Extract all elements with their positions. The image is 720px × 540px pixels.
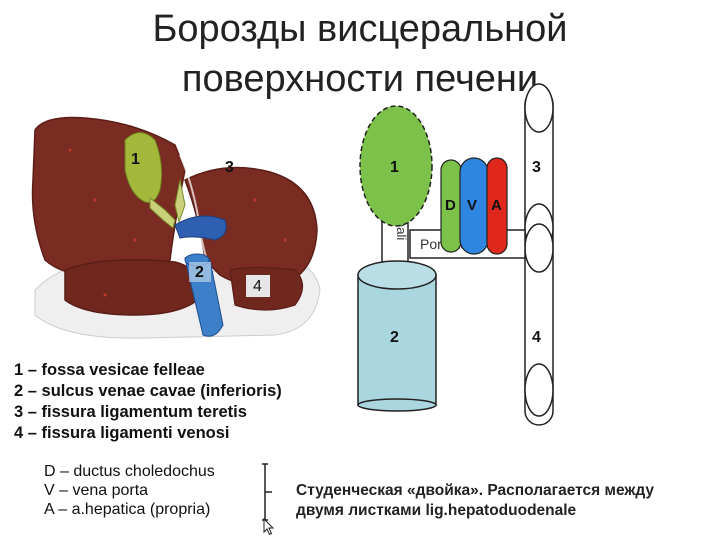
hepatic-duct-shape [174, 179, 186, 224]
legend-item: D – ductus choledochus [44, 463, 215, 480]
a-hepatica-tube [486, 157, 508, 255]
fissure-3-top [524, 83, 554, 133]
scheme-label-a: A [491, 197, 502, 214]
fissure-4-bottom [524, 363, 554, 417]
mouse-pointer-icon [263, 518, 275, 536]
title-line-2: поверхности печени [181, 58, 539, 100]
vessel-legend: D – ductus choledochus V – vena porta A … [44, 462, 215, 519]
liver-label-4-box [246, 275, 270, 297]
liver-label-2-box [189, 262, 211, 282]
legend-item: V – vena porta [44, 482, 149, 499]
portal-vein-shape [174, 215, 227, 241]
scheme-label-d: D [445, 197, 456, 214]
liver-label-3: 3 [225, 159, 234, 176]
liver-caudate-lobe [64, 259, 204, 316]
scheme-label-2: 2 [390, 329, 399, 346]
gallbladder-fossa-ellipse [359, 105, 433, 227]
liver-illustration: 1 3 2 4 [31, 116, 321, 339]
legend-item: 1 – fossa vesicae felleae [14, 361, 205, 379]
groove-scheme: 3 4 Porta is nali D V A 1 2 [357, 83, 554, 426]
scheme-label-3: 3 [532, 159, 541, 176]
legend-item: 4 – fissura ligamenti venosi [14, 424, 230, 442]
groove-legend: 1 – fossa vesicae felleae 2 – sulcus ven… [14, 360, 282, 444]
page-title: Борозды висцеральной поверхности печени [0, 4, 720, 104]
liver-right-lobe [31, 116, 186, 277]
vena-cava-cylinder-bottom [357, 398, 437, 412]
vena-cava-cylinder-top [357, 260, 437, 290]
bile-duct-shape [149, 196, 176, 229]
title-line-1: Борозды висцеральной [152, 8, 568, 50]
gallbladder-shape [124, 132, 163, 203]
liver-label-1: 1 [131, 151, 140, 168]
note-text: Студенческая «двойка». Располагается меж… [296, 481, 716, 521]
fissure-4-top [524, 223, 554, 273]
legend-item: A – a.hepatica (propria) [44, 501, 211, 518]
liver-label-4: 4 [253, 278, 262, 295]
legend-item: 3 – fissura ligamentum teretis [14, 403, 247, 421]
note-line-2: двумя листками lig.hepatoduodenale [296, 502, 577, 519]
bracket-icon [262, 463, 272, 521]
note-line-1: Студенческая «двойка». Располагается меж… [296, 482, 655, 499]
scheme-label-1: 1 [390, 159, 399, 176]
liver-label-2: 2 [195, 264, 204, 281]
scheme-label-v: V [467, 197, 477, 214]
vena-cava-cylinder [357, 274, 437, 406]
scheme-label-4: 4 [532, 329, 541, 346]
legend-item: 2 – sulcus venae cavae (inferioris) [14, 382, 282, 400]
